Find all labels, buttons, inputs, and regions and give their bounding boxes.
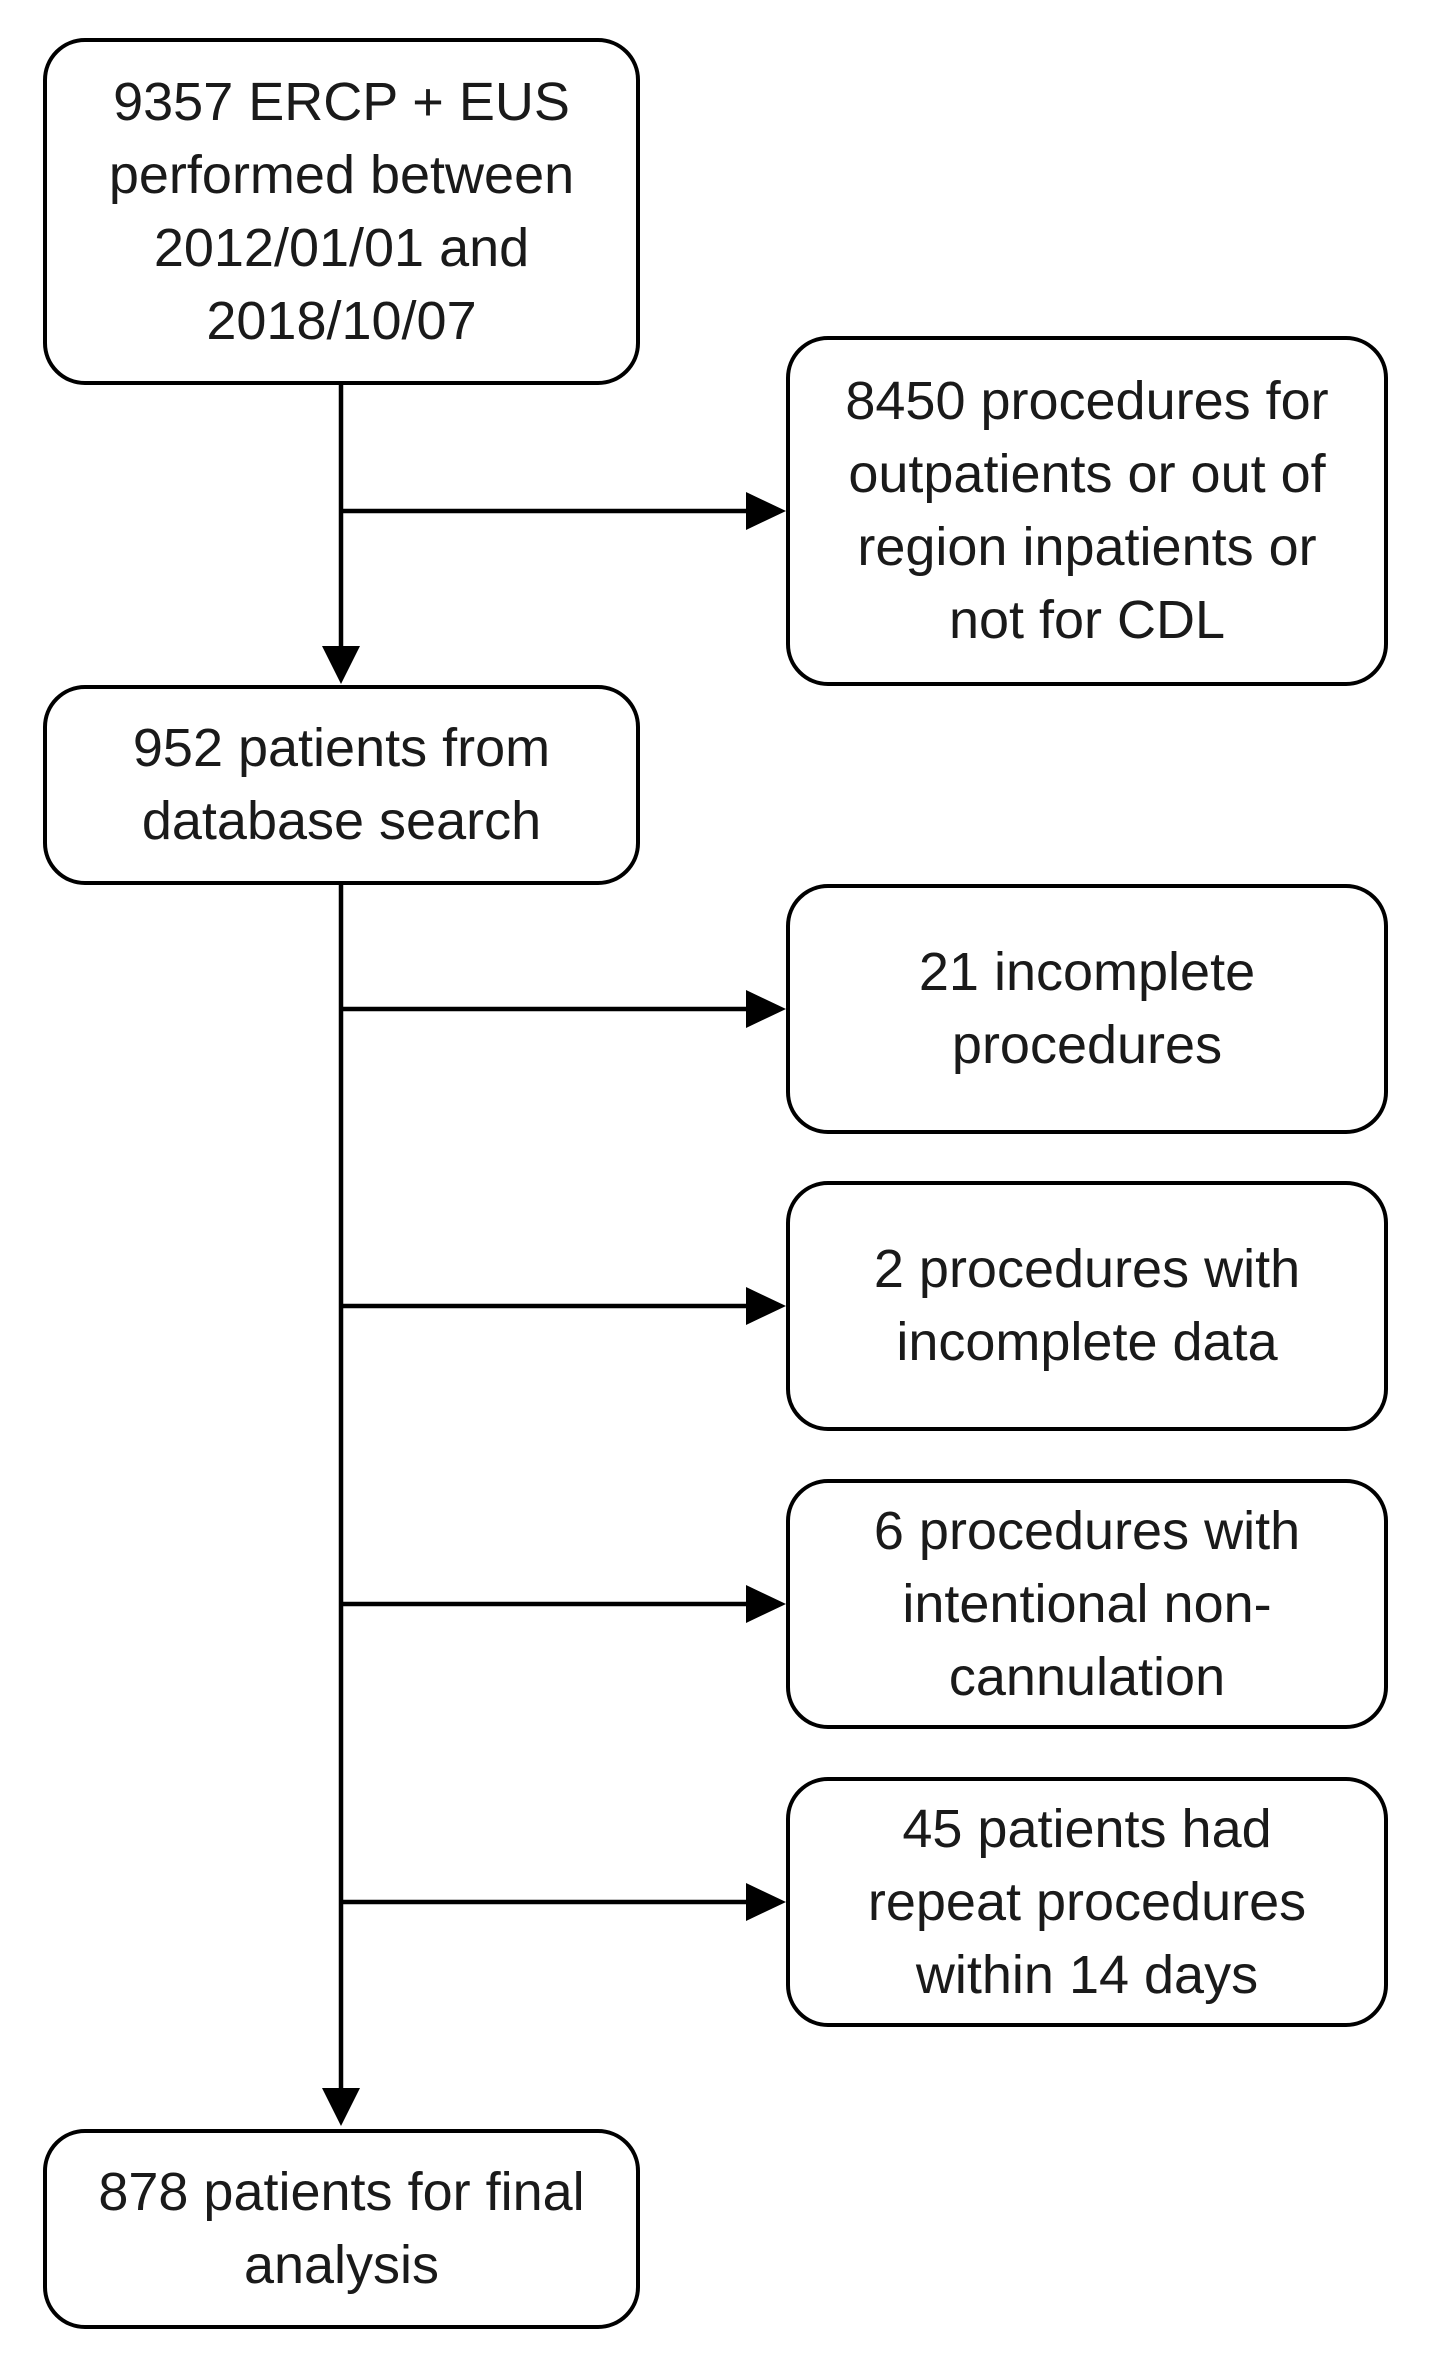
exclusion-repeat-text: 45 patients had repeat procedures within… bbox=[867, 1798, 1307, 2005]
arrowhead-to-non-cannulation-exclusion bbox=[746, 1585, 786, 1623]
exclusion-outpatients-box: 8450 procedures for outpatients or out o… bbox=[786, 336, 1388, 686]
initial-procedures-text: 9357 ERCP + EUS performed between 2012/0… bbox=[108, 71, 575, 351]
exclusion-incomplete-data-box: 2 procedures with incomplete data bbox=[786, 1181, 1388, 1431]
arrowhead-to-outpatients-exclusion bbox=[746, 492, 786, 530]
arrowhead-to-incomplete-procedures-exclusion bbox=[746, 990, 786, 1028]
exclusion-incomplete-data-text: 2 procedures with incomplete data bbox=[873, 1239, 1301, 1372]
exclusion-incomplete-procedures-box: 21 incomplete procedures bbox=[786, 884, 1388, 1134]
arrowhead-to-repeat-exclusion bbox=[746, 1883, 786, 1921]
arrowhead-to-database bbox=[322, 646, 360, 684]
exclusion-repeat-box: 45 patients had repeat procedures within… bbox=[786, 1777, 1388, 2027]
exclusion-outpatients-text: 8450 procedures for outpatients or out o… bbox=[845, 371, 1329, 650]
initial-procedures-box: 9357 ERCP + EUS performed between 2012/0… bbox=[43, 38, 640, 385]
final-analysis-text: 878 patients for final analysis bbox=[98, 2162, 585, 2295]
exclusion-non-cannulation-text: 6 procedures with intentional non- cannu… bbox=[873, 1500, 1301, 1707]
final-analysis-box: 878 patients for final analysis bbox=[43, 2129, 640, 2329]
database-patients-text: 952 patients from database search bbox=[132, 718, 551, 851]
exclusion-incomplete-procedures-text: 21 incomplete procedures bbox=[918, 942, 1256, 1075]
arrowhead-to-incomplete-data-exclusion bbox=[746, 1287, 786, 1325]
database-patients-box: 952 patients from database search bbox=[43, 685, 640, 885]
arrowhead-to-final bbox=[322, 2088, 360, 2126]
exclusion-non-cannulation-box: 6 procedures with intentional non- cannu… bbox=[786, 1479, 1388, 1729]
